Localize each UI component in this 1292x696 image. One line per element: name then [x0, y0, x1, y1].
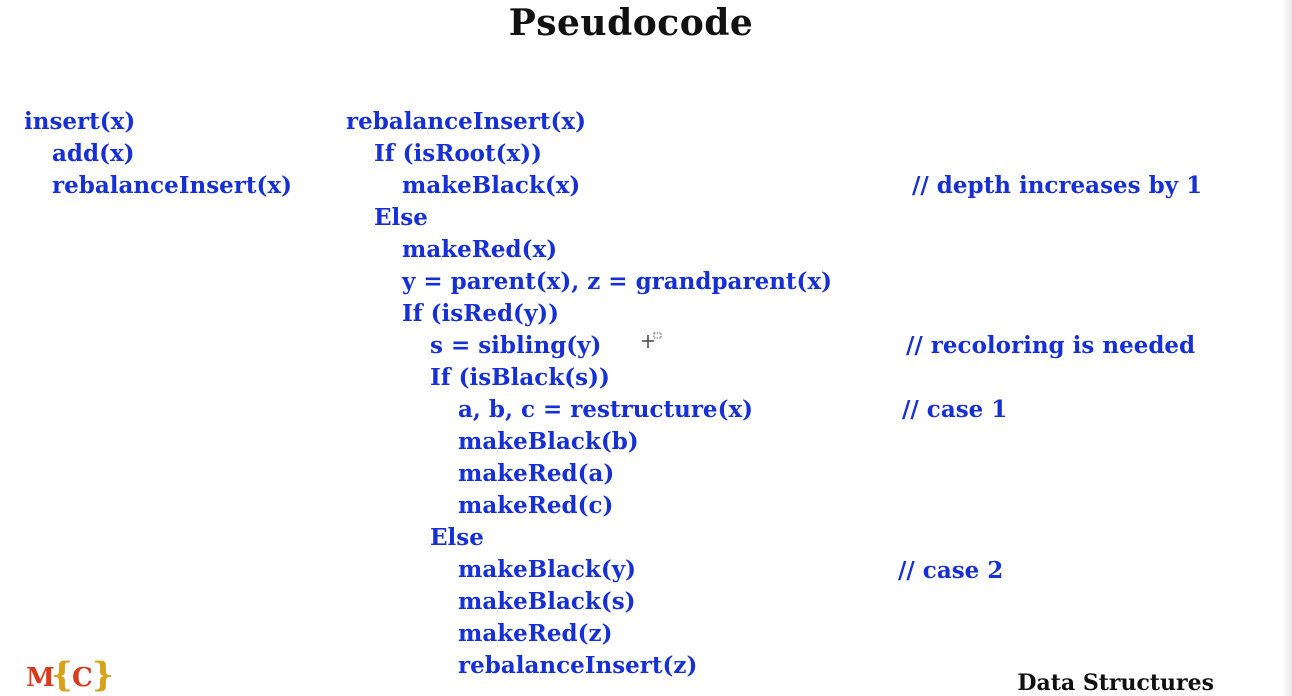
logo-letter-m: M [26, 663, 55, 693]
code-line: makeBlack(y) [458, 556, 636, 583]
mc-logo: M { C } [26, 655, 116, 695]
code-line: s = sibling(y) [430, 332, 602, 359]
logo-letter-c: C [72, 663, 93, 693]
course-footer-label: Data Structures [1017, 670, 1214, 696]
logo-open-brace: { [51, 655, 73, 695]
code-line: rebalanceInsert(z) [458, 652, 698, 679]
code-line: insert(x) [24, 108, 136, 135]
code-line: If (isRoot(x)) [374, 140, 543, 167]
code-line: makeBlack(s) [458, 588, 636, 615]
code-line: rebalanceInsert(x) [346, 108, 587, 135]
code-line: add(x) [52, 140, 135, 167]
code-line: If (isRed(y)) [402, 300, 560, 327]
code-line: makeRed(a) [458, 460, 615, 487]
insert-code-block: insert(x) add(x) rebalanceInsert(x) [24, 106, 292, 202]
code-comment: // depth increases by 1 [912, 172, 1203, 199]
crosshair-cursor-icon [640, 332, 664, 352]
code-line: makeRed(c) [458, 492, 614, 519]
code-comment: // case 2 [898, 557, 1004, 584]
logo-close-brace: } [92, 655, 114, 695]
code-line: makeBlack(x) [402, 172, 581, 199]
code-line: makeRed(x) [402, 236, 558, 263]
code-line: rebalanceInsert(x) [52, 172, 293, 199]
code-line: Else [430, 524, 484, 551]
code-line: a, b, c = restructure(x) [458, 396, 754, 423]
code-line: y = parent(x), z = grandparent(x) [402, 268, 833, 295]
page-title: Pseudocode [508, 2, 754, 44]
code-line: Else [374, 204, 428, 231]
code-comment: // recoloring is needed [906, 332, 1196, 359]
code-comment: // case 1 [902, 396, 1008, 423]
code-line: makeBlack(b) [458, 428, 639, 455]
code-line: If (isBlack(s)) [430, 364, 610, 391]
right-edge-shadow [1282, 0, 1292, 696]
code-line: makeRed(z) [458, 620, 613, 647]
rebalance-code-block: rebalanceInsert(x) If (isRoot(x)) makeBl… [346, 106, 832, 682]
